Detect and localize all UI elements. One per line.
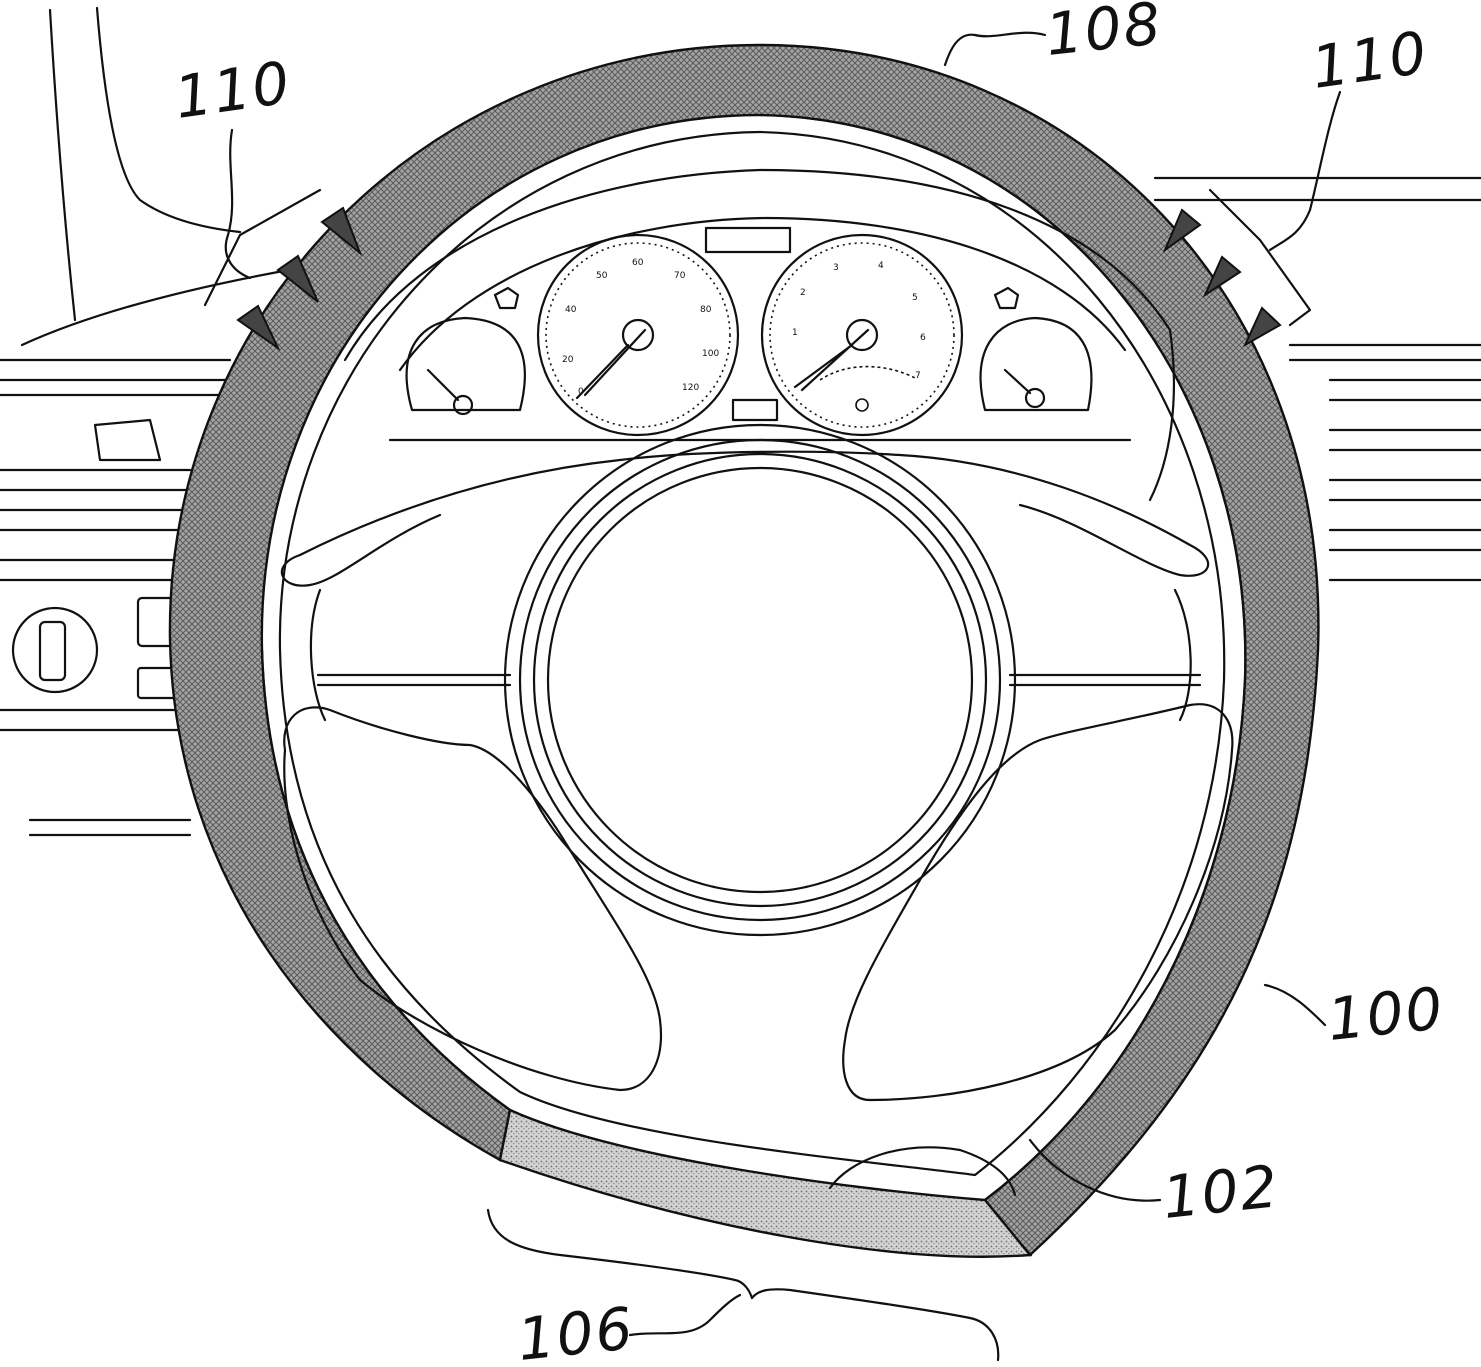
ref-106: 106	[514, 1294, 637, 1367]
ref-110-right: 110	[1307, 18, 1432, 102]
ref-100: 100	[1324, 974, 1447, 1054]
warning-light-icon	[495, 288, 518, 308]
steering-wheel-spokes	[282, 452, 1232, 1100]
speed-tick-label: 40	[565, 305, 577, 315]
temperature-gauge	[981, 318, 1092, 410]
rpm-tick-label: 1	[792, 328, 798, 338]
speed-tick-label: 120	[682, 383, 699, 393]
ref-102: 102	[1159, 1152, 1282, 1232]
speed-tick-label: 80	[700, 305, 712, 315]
speed-tick-label: 70	[674, 271, 686, 281]
steering-wheel-hub	[505, 425, 1015, 935]
speed-tick-label: 50	[596, 271, 608, 281]
speed-tick-label: 20	[562, 355, 574, 365]
rpm-tick-label: 6	[920, 333, 926, 343]
rpm-tick-label: 5	[912, 293, 918, 303]
rpm-tick-label: 2	[800, 288, 806, 298]
fuel-gauge	[407, 318, 525, 414]
speed-tick-label: 60	[632, 258, 644, 268]
speed-tick-label: 100	[702, 349, 719, 359]
speedometer-gauge: 0 20 40 50 60 70 80 100 120	[538, 235, 738, 435]
tachometer-gauge: 1 2 3 4 5 6 7	[762, 235, 962, 435]
rpm-tick-label: 3	[833, 263, 839, 273]
ref-108: 108	[1042, 0, 1165, 69]
rpm-tick-label: 4	[878, 261, 884, 271]
ref-110-left: 110	[170, 48, 295, 132]
rpm-tick-label: 7	[915, 371, 921, 381]
speed-tick-label: 0	[578, 387, 584, 397]
warning-light-icon	[995, 288, 1018, 308]
